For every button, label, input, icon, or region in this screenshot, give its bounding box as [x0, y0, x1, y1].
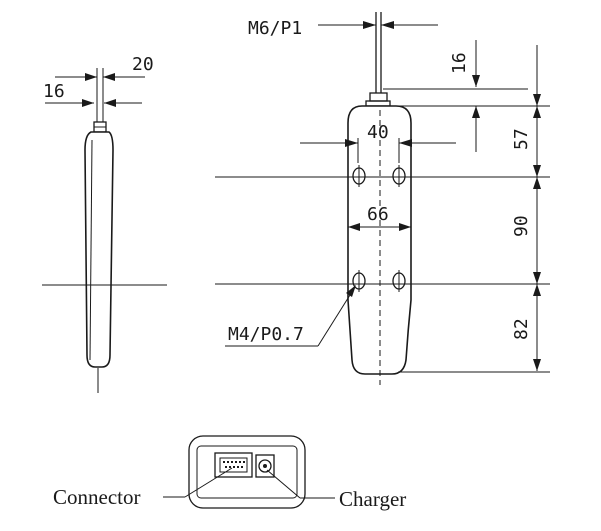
bottom-housing: [188, 435, 306, 509]
dim-hole-spacing-40: 40: [367, 122, 389, 143]
bottom-view: Connector Charger: [53, 435, 406, 511]
thread-mount-label: M4/P0.7: [228, 324, 304, 345]
dim-distance-57: 57: [511, 128, 532, 150]
side-body: [84, 131, 114, 368]
dim-side-width-20: 20: [132, 54, 154, 75]
dim-distance-90: 90: [511, 215, 532, 237]
side-view: 20 16: [42, 54, 167, 393]
charger-label: Charger: [339, 487, 406, 511]
connector-port: [214, 452, 253, 478]
dim-side-width-16: 16: [43, 81, 65, 102]
dim-thread-height-16: 16: [449, 52, 470, 74]
dim-distance-82: 82: [511, 318, 532, 340]
connector-label: Connector: [53, 485, 140, 509]
charger-jack: [255, 454, 275, 478]
dim-hole-spacing-66: 66: [367, 204, 389, 225]
front-view: M6/P1 16 40: [215, 12, 550, 385]
thread-main-label: M6/P1: [248, 18, 302, 39]
front-nut: [369, 92, 388, 102]
